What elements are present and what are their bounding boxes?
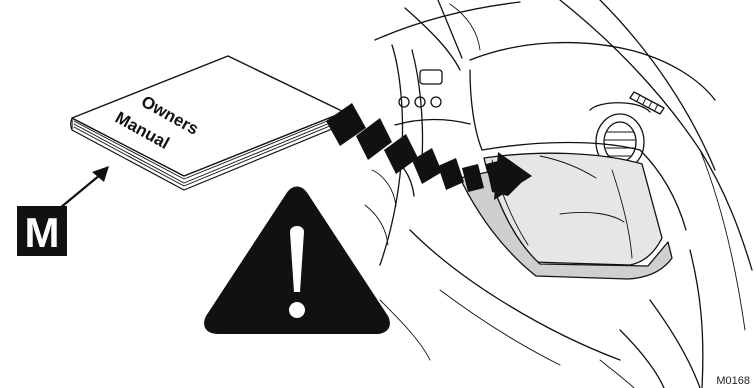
warning-triangle-icon bbox=[204, 187, 390, 335]
figure-reference: M0168 bbox=[716, 375, 750, 387]
owners-manual-book: Owners Manual bbox=[71, 56, 345, 190]
dashed-arrow-icon bbox=[326, 103, 532, 200]
marker-label: M bbox=[25, 209, 60, 256]
m-marker: M bbox=[17, 166, 109, 256]
